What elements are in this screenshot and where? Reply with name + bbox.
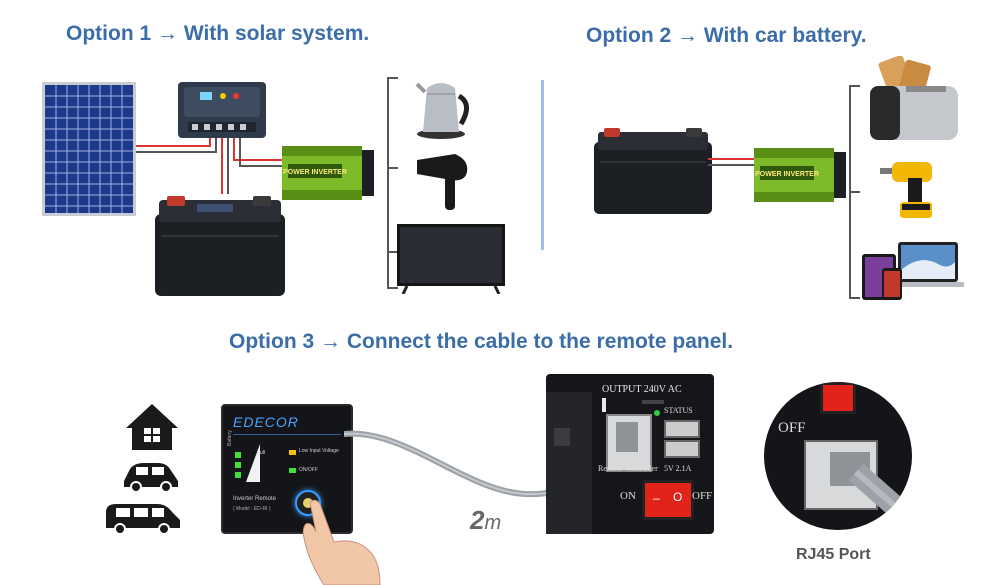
low-voltage-led (289, 450, 296, 455)
ac-outlet (546, 392, 592, 534)
solar-panel (42, 82, 136, 216)
rj45-zoom-circle: OFF (764, 382, 912, 530)
finger-hand (302, 499, 381, 585)
low-voltage-label: Low Input Voltage (299, 448, 339, 454)
battery-option-2 (594, 128, 712, 214)
remote-panel: EDECOR Battery Full Low Input Voltage ON… (221, 404, 353, 534)
appliance-bracket-1 (387, 77, 398, 289)
option-2-wires (708, 158, 760, 166)
on-off-label: ON/OFF (299, 467, 318, 473)
cable-length-label: 2m (470, 505, 501, 536)
van-icon (106, 504, 180, 535)
car-icon (124, 463, 178, 493)
appliance-bracket-2 (849, 85, 860, 299)
switch-off-mark: O (673, 490, 683, 504)
remote-model-code: ( Model : ED-RI ) (233, 506, 271, 512)
battery-level-indicator (235, 442, 265, 488)
kettle-icon (415, 82, 469, 139)
remote-divider (233, 434, 341, 435)
zoom-rj45-plug (830, 452, 912, 525)
status-led (654, 410, 660, 416)
battery-label: Battery (227, 430, 233, 446)
option-divider (541, 80, 544, 250)
tv-icon (397, 224, 505, 294)
inverter-option-2: POWER INVERTER (754, 148, 846, 202)
option-3-title: Option 3 → Connect the cable to the remo… (229, 330, 734, 353)
charge-controller (178, 82, 266, 138)
usb-port-1[interactable] (664, 420, 700, 438)
hair-dryer-icon (417, 154, 468, 210)
power-switch[interactable]: – O (642, 480, 694, 520)
switch-on-mark: – (653, 491, 660, 505)
toaster-icon (870, 56, 958, 140)
full-label: Full (257, 450, 266, 456)
inverter-output-panel: OUTPUT 240V AC Remote Controller STATUS … (546, 374, 714, 534)
rj45-port[interactable] (606, 414, 652, 472)
zoom-switch (820, 382, 856, 414)
rj45-caption: RJ45 Port (796, 546, 871, 563)
on-label: ON (620, 490, 636, 502)
devices-icon (862, 242, 964, 300)
option-2-title: Option 2 → With car battery. (586, 24, 867, 47)
drill-icon (880, 162, 932, 218)
remote-controller-label: Remote Controller (598, 464, 658, 473)
remote-brand: EDECOR (233, 414, 299, 430)
cable-length-unit: m (484, 512, 502, 534)
remote-model-title: Inverter Remote (233, 496, 277, 502)
status-label: STATUS (664, 406, 693, 415)
battery-option-1 (155, 196, 285, 296)
inverter-label-2: POWER INVERTER (755, 171, 819, 178)
inverter-label-1: POWER INVERTER (283, 169, 347, 176)
output-label: OUTPUT 240V AC (602, 384, 682, 395)
on-off-led (289, 468, 296, 473)
option-1-wires (136, 138, 290, 194)
cable-length-value: 2 (470, 505, 485, 535)
usb-port-2[interactable] (664, 440, 700, 458)
off-label: OFF (692, 490, 713, 502)
usb-label: 5V 2.1A (664, 464, 692, 473)
option-1-title: Option 1 → With solar system. (66, 22, 370, 45)
inverter-option-1: POWER INVERTER (282, 146, 374, 200)
zoom-off-label: OFF (778, 420, 806, 436)
house-icon (126, 404, 178, 450)
